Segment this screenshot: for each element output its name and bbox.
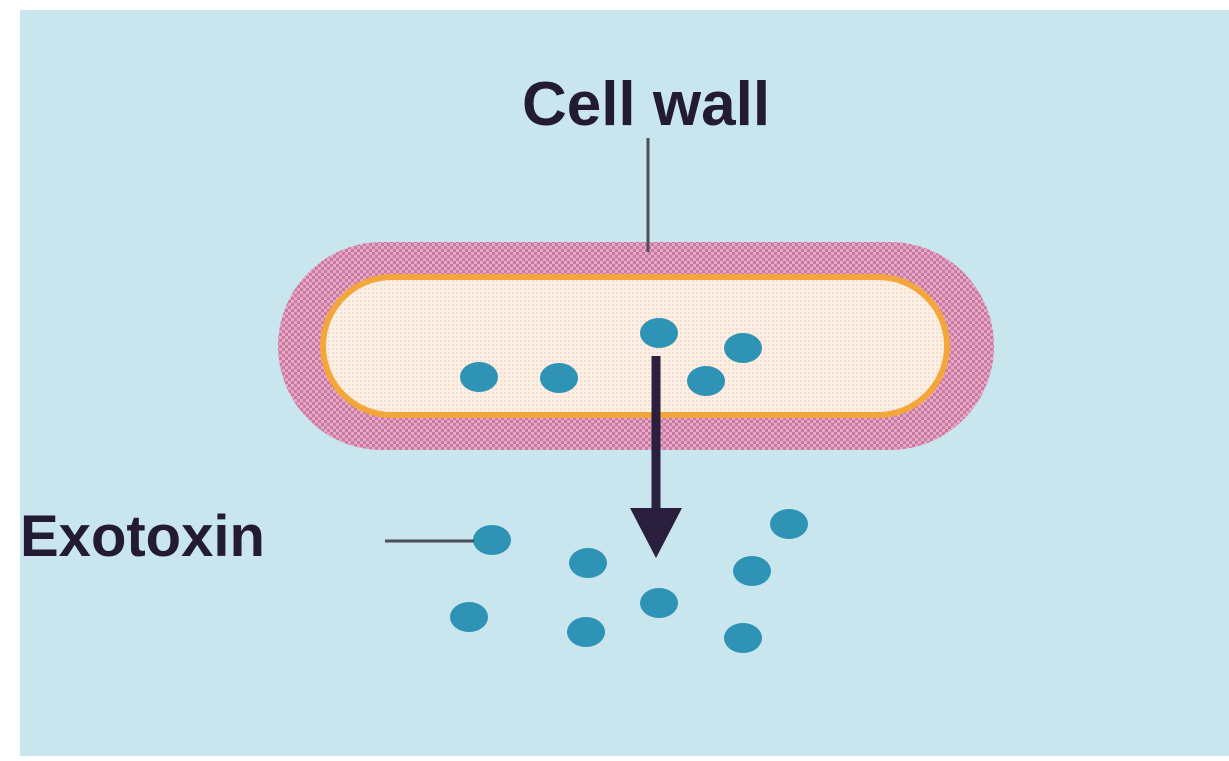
toxin-molecule-icon [640,318,678,348]
toxin-molecule-icon [569,548,607,578]
cell-wall-label: Cell wall [522,70,770,139]
toxin-molecule-icon [724,333,762,363]
exotoxin-label: Exotoxin [20,504,265,569]
toxin-molecule-icon [473,525,511,555]
toxin-molecule-icon [724,623,762,653]
cytoplasm [326,280,944,412]
diagram-panel: Cell wall Exotoxin [20,10,1229,756]
toxin-molecule-icon [567,617,605,647]
toxin-molecule-icon [460,362,498,392]
toxin-molecule-icon [640,588,678,618]
toxin-molecule-icon [450,602,488,632]
toxin-molecule-icon [733,556,771,586]
toxin-molecule-icon [770,509,808,539]
toxin-molecule-icon [540,363,578,393]
diagram-svg: Cell wall Exotoxin [20,10,1229,756]
toxin-molecule-icon [687,366,725,396]
